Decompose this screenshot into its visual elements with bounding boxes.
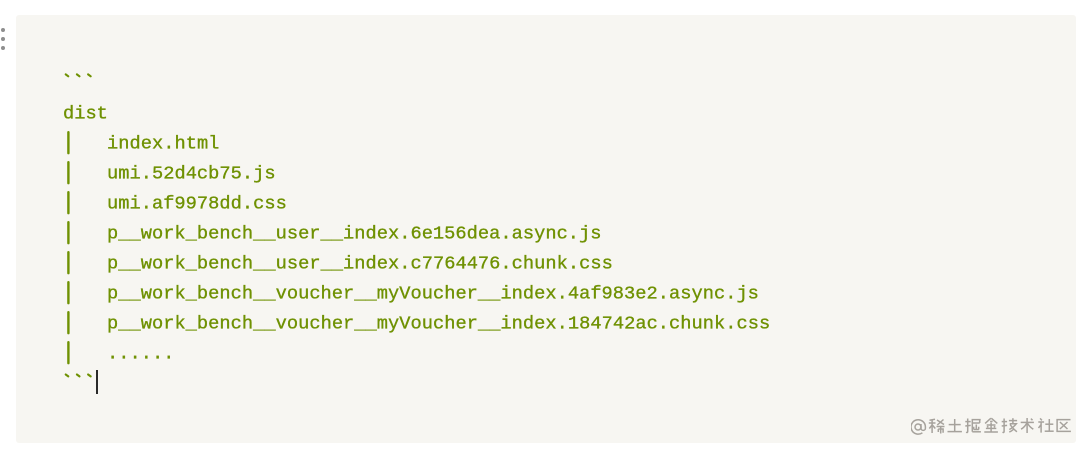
svg-text:......: ...... xyxy=(107,342,174,364)
svg-text:index.html: index.html xyxy=(107,132,219,154)
svg-text:umi.af9978dd.css: umi.af9978dd.css xyxy=(107,192,287,214)
svg-text:p__work_bench__user__index.c77: p__work_bench__user__index.c7764476.chun… xyxy=(107,252,613,274)
svg-text:p__work_bench__user__index.6e1: p__work_bench__user__index.6e156dea.asyn… xyxy=(107,222,602,244)
svg-text:dist: dist xyxy=(63,102,108,124)
svg-text:umi.52d4cb75.js: umi.52d4cb75.js xyxy=(107,162,276,184)
svg-text:p__work_bench__voucher__myVouc: p__work_bench__voucher__myVoucher__index… xyxy=(107,282,759,304)
svg-text:p__work_bench__voucher__myVouc: p__work_bench__voucher__myVoucher__index… xyxy=(107,312,770,334)
